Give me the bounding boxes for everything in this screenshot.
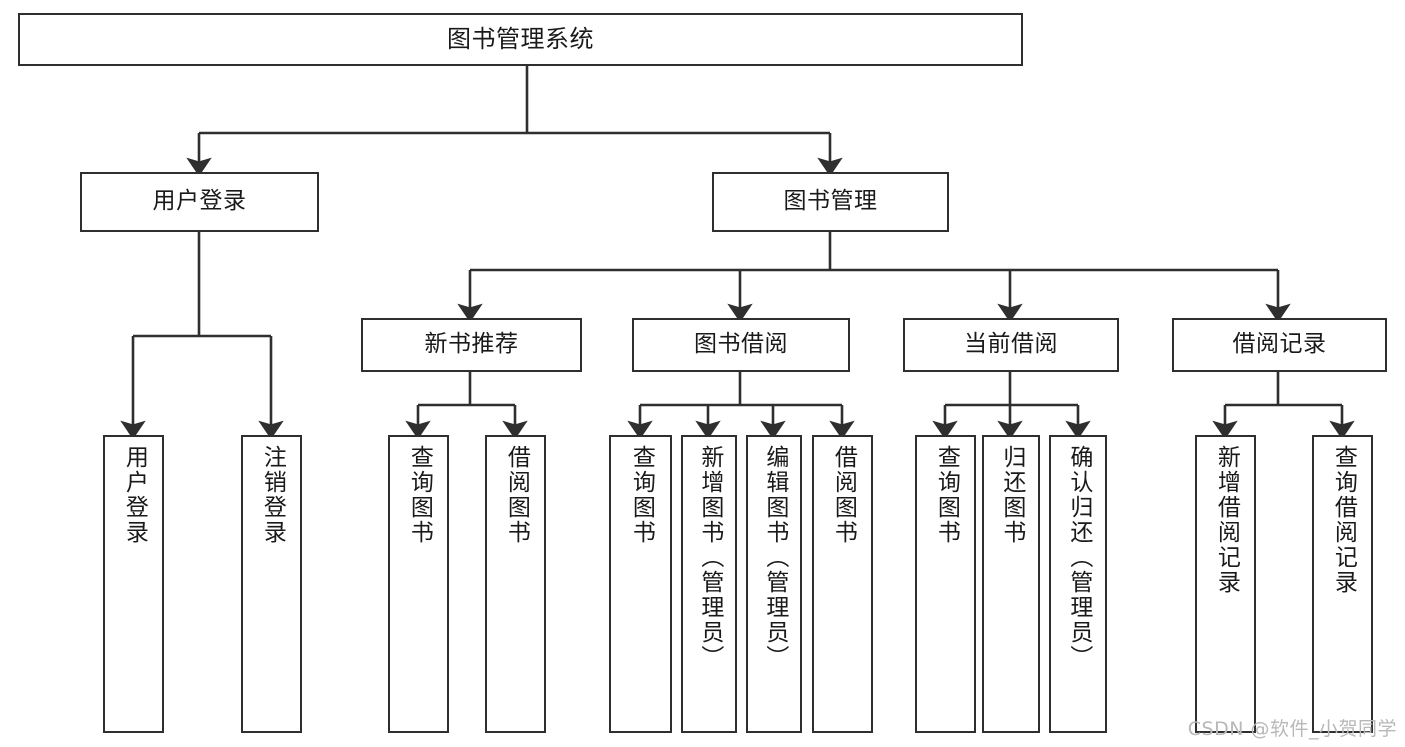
leaf-label: 查询借阅记录 xyxy=(1330,445,1357,595)
leaf-label: 确认归还（管理员） xyxy=(1065,445,1092,670)
leaf-label: 查询图书 xyxy=(406,445,433,545)
leaf-add-borrow-record[interactable]: 新增借阅记录 xyxy=(1195,435,1256,733)
leaf-query-book-current[interactable]: 查询图书 xyxy=(915,435,976,733)
leaf-confirm-return-admin[interactable]: 确认归还（管理员） xyxy=(1049,435,1107,733)
node-current-borrow[interactable]: 当前借阅 xyxy=(903,318,1119,372)
leaf-label: 新增借阅记录 xyxy=(1213,445,1240,595)
leaf-label: 查询图书 xyxy=(933,445,960,545)
node-book-management[interactable]: 图书管理 xyxy=(712,172,949,232)
node-label: 图书借阅 xyxy=(694,331,788,358)
leaf-return-book[interactable]: 归还图书 xyxy=(982,435,1040,733)
node-label: 用户登录 xyxy=(152,188,247,215)
leaf-label: 借阅图书 xyxy=(830,445,857,545)
leaf-label: 注销登录 xyxy=(259,445,286,545)
node-root-system[interactable]: 图书管理系统 xyxy=(18,13,1023,66)
node-borrow-record[interactable]: 借阅记录 xyxy=(1172,318,1387,372)
node-user-login[interactable]: 用户登录 xyxy=(80,172,319,232)
node-label: 新书推荐 xyxy=(424,331,519,358)
watermark-text: CSDN @软件_小贺同学 xyxy=(1187,718,1397,740)
leaf-borrow-book[interactable]: 借阅图书 xyxy=(812,435,873,733)
leaf-query-book-recommend[interactable]: 查询图书 xyxy=(388,435,449,733)
node-label: 当前借阅 xyxy=(964,331,1058,358)
leaf-label: 用户登录 xyxy=(121,445,148,545)
leaf-add-book-admin[interactable]: 新增图书（管理员） xyxy=(681,435,737,733)
leaf-query-book[interactable]: 查询图书 xyxy=(609,435,672,733)
node-label: 图书管理系统 xyxy=(447,25,594,54)
leaf-label: 查询图书 xyxy=(628,445,655,545)
leaf-edit-book-admin[interactable]: 编辑图书（管理员） xyxy=(746,435,802,733)
leaf-label: 借阅图书 xyxy=(503,445,530,545)
node-book-borrow[interactable]: 图书借阅 xyxy=(632,318,850,372)
leaf-label: 归还图书 xyxy=(998,445,1025,545)
node-new-book-recommend[interactable]: 新书推荐 xyxy=(361,318,582,372)
leaf-user-login[interactable]: 用户登录 xyxy=(103,435,164,733)
leaf-query-borrow-record[interactable]: 查询借阅记录 xyxy=(1312,435,1373,733)
node-label: 借阅记录 xyxy=(1232,331,1327,358)
leaf-label: 编辑图书（管理员） xyxy=(761,445,788,670)
leaf-borrow-book-recommend[interactable]: 借阅图书 xyxy=(485,435,546,733)
node-label: 图书管理 xyxy=(783,188,878,215)
leaf-label: 新增图书（管理员） xyxy=(696,445,723,670)
leaf-logout[interactable]: 注销登录 xyxy=(241,435,302,733)
